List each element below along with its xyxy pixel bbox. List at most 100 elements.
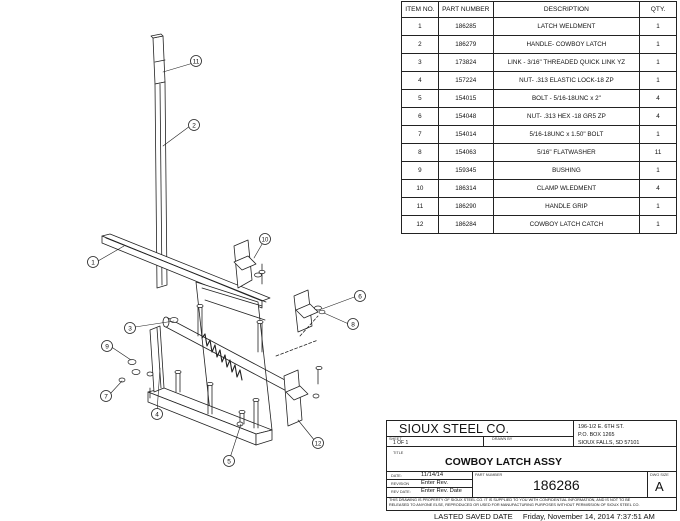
svg-text:4: 4: [155, 412, 159, 419]
balloon-7: 7: [100, 390, 112, 402]
address-line-2: P.O. BOX 1265: [578, 432, 615, 438]
dwg-size-label: DWG SIZE: [650, 473, 669, 477]
bom-item-no: 1: [401, 17, 439, 36]
svg-text:6: 6: [358, 294, 362, 301]
bom-qty: 4: [639, 179, 677, 198]
date-label: DATE:: [391, 474, 402, 478]
dwg-size-value: A: [655, 479, 664, 494]
drawing-title: COWBOY LATCH ASSY: [445, 456, 563, 468]
bom-part-number: 186285: [437, 17, 494, 36]
svg-text:11: 11: [193, 59, 200, 66]
address-line-3: SIOUX FALLS, SD 57101: [578, 440, 640, 446]
balloon-1: 1: [87, 256, 99, 268]
bom-qty: 1: [639, 125, 677, 144]
bom-part-number: 154063: [437, 143, 494, 162]
disclaimer-line-1: THIS DRAWING IS PROPERTY OF SIOUX STEEL …: [389, 498, 631, 502]
svg-text:2: 2: [192, 123, 196, 130]
bom-qty: 1: [639, 35, 677, 54]
bom-item-no: 11: [401, 197, 439, 216]
bom-item-no: 6: [401, 107, 439, 126]
bom-qty: 1: [639, 161, 677, 180]
bom-description: BUSHING: [492, 161, 641, 180]
svg-text:3: 3: [128, 326, 132, 333]
header-qty: QTY.: [639, 1, 677, 18]
revision-value: Enter Rev.: [421, 480, 448, 486]
bom-qty: 4: [639, 89, 677, 108]
bom-part-number: 154048: [437, 107, 494, 126]
part-number-label: PART NUMBER: [475, 473, 503, 477]
svg-text:12: 12: [315, 442, 322, 448]
balloon-2: 2: [188, 119, 200, 131]
leader-lines: [97, 60, 358, 462]
bom-part-number: 186314: [437, 179, 494, 198]
date-value: 11/14/14: [421, 472, 444, 478]
rev-date-label: REV DATE:: [391, 490, 411, 494]
bom-description: LINK - 3/16" THREADED QUICK LINK YZ: [492, 53, 641, 72]
title-label: TITLE: [393, 451, 404, 455]
title-block: SIOUX STEEL CO. 196-1/2 E. 6TH ST. P.O. …: [386, 420, 677, 511]
bom-qty: 4: [639, 107, 677, 126]
revision-label: REVISION: [391, 482, 410, 486]
balloon-8: 8: [347, 318, 359, 330]
bom-qty: 1: [639, 53, 677, 72]
balloon-3: 3: [124, 322, 136, 334]
bom-description: LATCH WELDMENT: [492, 17, 641, 36]
bom-description: HANDLE GRIP: [492, 197, 641, 216]
bom-part-number: 186279: [437, 35, 494, 54]
balloon-11: 11: [190, 55, 202, 67]
bom-description: BOLT - 5/16-18UNC x 2": [492, 89, 641, 108]
last-saved-line: LASTED SAVED DATE Friday, November 14, 2…: [434, 512, 655, 521]
header-part-number: PART NUMBER: [437, 1, 494, 18]
bom-item-no: 3: [401, 53, 439, 72]
clamp-weldments: [233, 239, 319, 427]
rev-date-value: Enter Rev. Date: [421, 488, 462, 494]
bom-qty: 1: [639, 17, 677, 36]
part-number-value: 186286: [533, 477, 580, 493]
header-item-no: ITEM NO.: [401, 1, 439, 18]
svg-text:10: 10: [262, 238, 269, 244]
bom-part-number: 157224: [437, 71, 494, 90]
address-line-1: 196-1/2 E. 6TH ST.: [578, 424, 624, 430]
bom-header-row: ITEM NO. PART NUMBER DESCRIPTION QTY.: [401, 1, 677, 18]
balloon-6: 6: [354, 290, 366, 302]
svg-text:7: 7: [104, 394, 108, 401]
latch-weldment: [101, 233, 273, 446]
bom-item-no: 7: [401, 125, 439, 144]
bom-description: NUT- .313 ELASTIC LOCK-18 ZP: [492, 71, 641, 90]
bom-description: 5/16-18UNC x 1.50" BOLT: [492, 125, 641, 144]
bom-qty: 11: [639, 143, 677, 162]
svg-text:1: 1: [91, 260, 95, 267]
bom-description: COWBOY LATCH CATCH: [492, 215, 641, 234]
bom-part-number: 154015: [437, 89, 494, 108]
bom-part-number: 173824: [437, 53, 494, 72]
svg-text:9: 9: [105, 344, 109, 351]
bom-qty: 1: [639, 197, 677, 216]
item-balloons: 11 2 1 3 9 7 4 5 10 6 8 12: [87, 55, 366, 467]
drawn-by-label: DRAWN BY: [492, 437, 513, 441]
disclaimer-line-2: RELEASED TO ANYONE ELSE, REPRODUCED OR U…: [389, 503, 640, 507]
balloon-10: 10: [259, 233, 271, 245]
bom-description: 5/16" FLATWASHER: [492, 143, 641, 162]
saved-label: LASTED SAVED DATE: [434, 512, 513, 521]
bom-item-no: 10: [401, 179, 439, 198]
balloon-5: 5: [223, 455, 235, 467]
sheet-value: 1 OF 1: [393, 440, 409, 446]
balloon-12: 12: [312, 437, 324, 449]
bom-part-number: 186284: [437, 215, 494, 234]
bom-qty: 1: [639, 215, 677, 234]
bom-part-number: 186290: [437, 197, 494, 216]
header-description: DESCRIPTION: [492, 1, 641, 18]
